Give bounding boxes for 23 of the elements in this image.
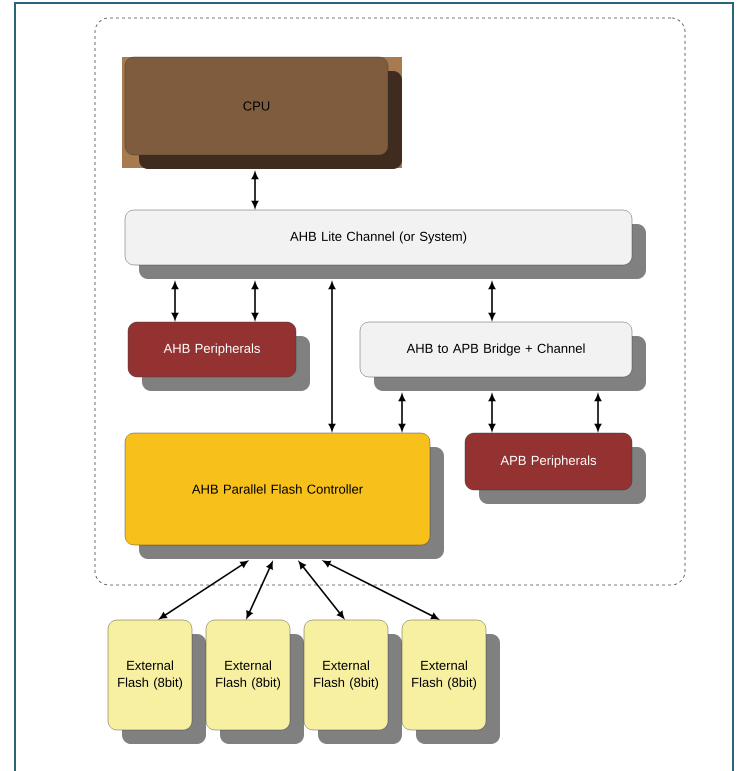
- arrow: [488, 282, 496, 320]
- arrow: [246, 562, 273, 618]
- arrow: [298, 562, 344, 618]
- process-box: AHB Parallel Flash Controller: [124, 432, 444, 559]
- arrow: [488, 394, 496, 431]
- arrow: [252, 172, 258, 208]
- arrow: [172, 282, 178, 320]
- dashed-boundary: [94, 18, 686, 586]
- memory-box: External Flash (8bit): [402, 620, 500, 744]
- process-box: AHB Peripherals: [128, 322, 310, 391]
- arrow: [328, 282, 336, 431]
- memory-box: External Flash (8bit): [304, 620, 402, 744]
- process-box: CPU: [122, 56, 402, 169]
- memory-box: External Flash (8bit): [206, 620, 304, 744]
- memory-box: External Flash (8bit): [108, 620, 206, 744]
- process-box: APB Peripherals: [464, 432, 646, 504]
- arrow: [398, 394, 406, 431]
- arrow: [252, 282, 258, 320]
- arrow: [594, 394, 602, 431]
- bus-bar: AHB Lite Channel (or System): [124, 210, 646, 279]
- arrow: [160, 560, 248, 620]
- arrow: [323, 560, 438, 620]
- process-box: AHB to APB Bridge + Channel: [360, 322, 646, 391]
